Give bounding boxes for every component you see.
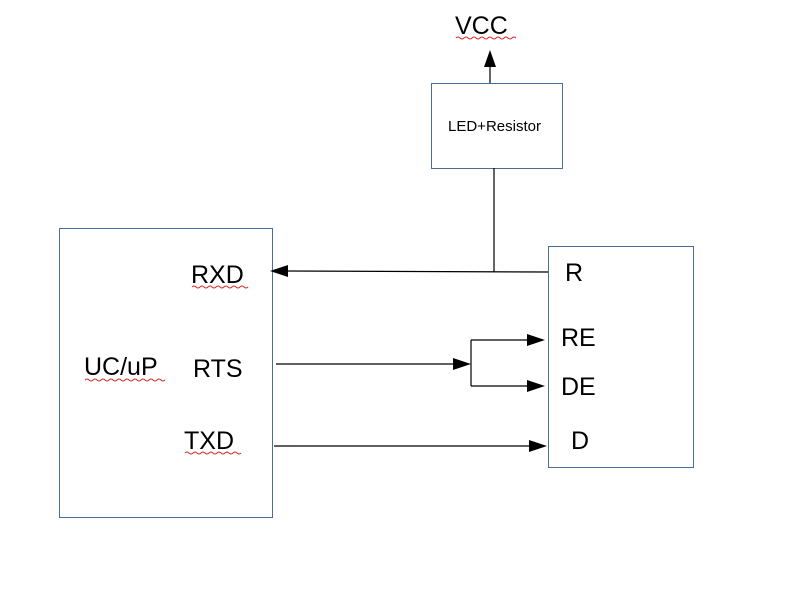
controller-name-label: UC/uP	[84, 353, 158, 381]
de-arrowhead	[527, 380, 545, 392]
rxd-arrowhead	[270, 265, 288, 277]
txd-pin-label: TXD	[184, 427, 234, 455]
vcc-label: VCC	[455, 12, 508, 40]
r-pin-label: R	[565, 259, 583, 287]
vcc-spellcheck-underline	[455, 36, 517, 40]
rxd-pin-label: RXD	[191, 261, 244, 289]
re-pin-label: RE	[561, 324, 596, 352]
txd-spellcheck-underline	[184, 451, 242, 455]
led-resistor-box	[431, 83, 563, 169]
controller-box	[59, 228, 273, 518]
rts-pin-label: RTS	[193, 355, 243, 383]
rxd-wire	[286, 270, 549, 273]
re-arrowhead	[527, 334, 545, 346]
transceiver-box	[548, 246, 694, 468]
d-pin-label: D	[571, 427, 589, 455]
vcc-arrowhead	[484, 50, 496, 67]
de-pin-label: DE	[561, 373, 596, 401]
led-resistor-label: LED+Resistor	[448, 118, 541, 135]
rts-arrowhead	[453, 358, 471, 370]
rxd-spellcheck-underline	[191, 285, 249, 289]
txd-arrowhead	[529, 440, 547, 452]
controller-spellcheck-underline	[84, 378, 166, 382]
